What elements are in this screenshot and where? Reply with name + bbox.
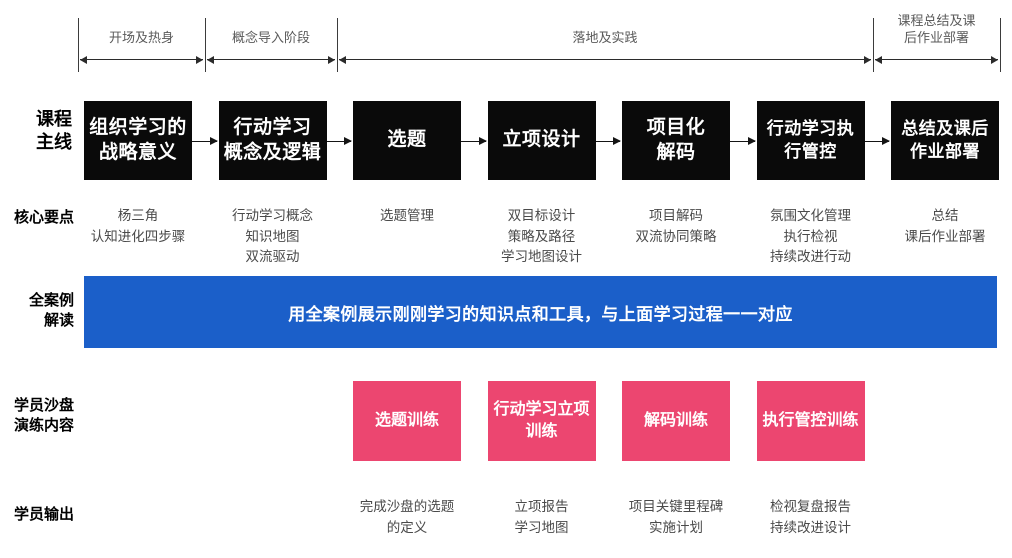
phase-label-1: 概念导入阶段	[231, 30, 310, 45]
process-arrow-6	[864, 137, 890, 145]
process-box-5[interactable]: 项目化 解码	[622, 101, 730, 180]
process-box-3[interactable]: 选题	[353, 101, 461, 180]
phase-tick-4	[1000, 18, 1001, 72]
process-box-4[interactable]: 立项设计	[487, 101, 596, 180]
output-cell-1: 完成沙盘的选题 的定义	[359, 499, 455, 535]
phase-tick-1	[205, 18, 206, 72]
phase-tick-2	[337, 18, 338, 72]
row-label-output: 学员输出	[13, 506, 74, 523]
process-box-1[interactable]: 组织学习的 战略意义	[84, 101, 192, 180]
sandbox-box-1[interactable]: 选题训练	[353, 381, 461, 461]
key-point-5: 项目解码 双流协同策略	[635, 208, 717, 244]
key-point-4: 双目标设计 策略及路径 学习地图设计	[501, 208, 582, 265]
row-label-main-line: 课程 主线	[36, 109, 72, 153]
row-label-full-case: 全案例 解读	[28, 292, 74, 329]
phase-label-3: 课程总结及课 后作业部署	[897, 13, 976, 46]
process-arrow-5	[730, 137, 755, 145]
output-cell-3: 项目关键里程碑 实施计划	[628, 499, 724, 535]
row-label-sandbox: 学员沙盘 演练内容	[13, 397, 74, 434]
process-arrow-2	[326, 137, 352, 145]
process-box-2[interactable]: 行动学习 概念及逻辑	[218, 101, 327, 180]
process-box-6[interactable]: 行动学习执 行管控	[756, 101, 865, 180]
phase-span-arrow-1	[207, 55, 335, 64]
process-arrow-1	[192, 137, 217, 145]
sandbox-box-2[interactable]: 行动学习立项 训练	[487, 381, 596, 461]
full-case-banner: 用全案例展示刚刚学习的知识点和工具，与上面学习过程一一对应	[84, 276, 997, 348]
process-box-7[interactable]: 总结及课后 作业部署	[891, 101, 999, 180]
key-point-1: 杨三角 认知进化四步骤	[90, 208, 186, 244]
phase-label-0: 开场及热身	[108, 30, 174, 45]
key-point-6: 氛围文化管理 执行检视 持续改进行动	[770, 208, 851, 265]
phase-span-arrow-3	[875, 55, 998, 64]
output-cell-2: 立项报告 学习地图	[514, 499, 569, 535]
key-point-3: 选题管理	[380, 208, 434, 223]
phase-span-arrow-0	[80, 55, 203, 64]
process-arrow-3	[461, 137, 486, 145]
sandbox-box-4[interactable]: 执行管控训练	[756, 381, 865, 461]
phase-label-2: 落地及实践	[572, 30, 638, 45]
key-point-7: 总结 课后作业部署	[904, 208, 986, 244]
process-arrow-4	[595, 137, 621, 145]
phase-tick-3	[873, 18, 874, 72]
phase-tick-0	[78, 18, 79, 72]
sandbox-box-3[interactable]: 解码训练	[622, 381, 730, 461]
row-label-key-points: 核心要点	[13, 209, 74, 226]
key-point-2: 行动学习概念 知识地图 双流驱动	[232, 208, 313, 265]
output-cell-4: 检视复盘报告 持续改进设计	[770, 499, 851, 535]
phase-span-arrow-2	[339, 55, 871, 64]
